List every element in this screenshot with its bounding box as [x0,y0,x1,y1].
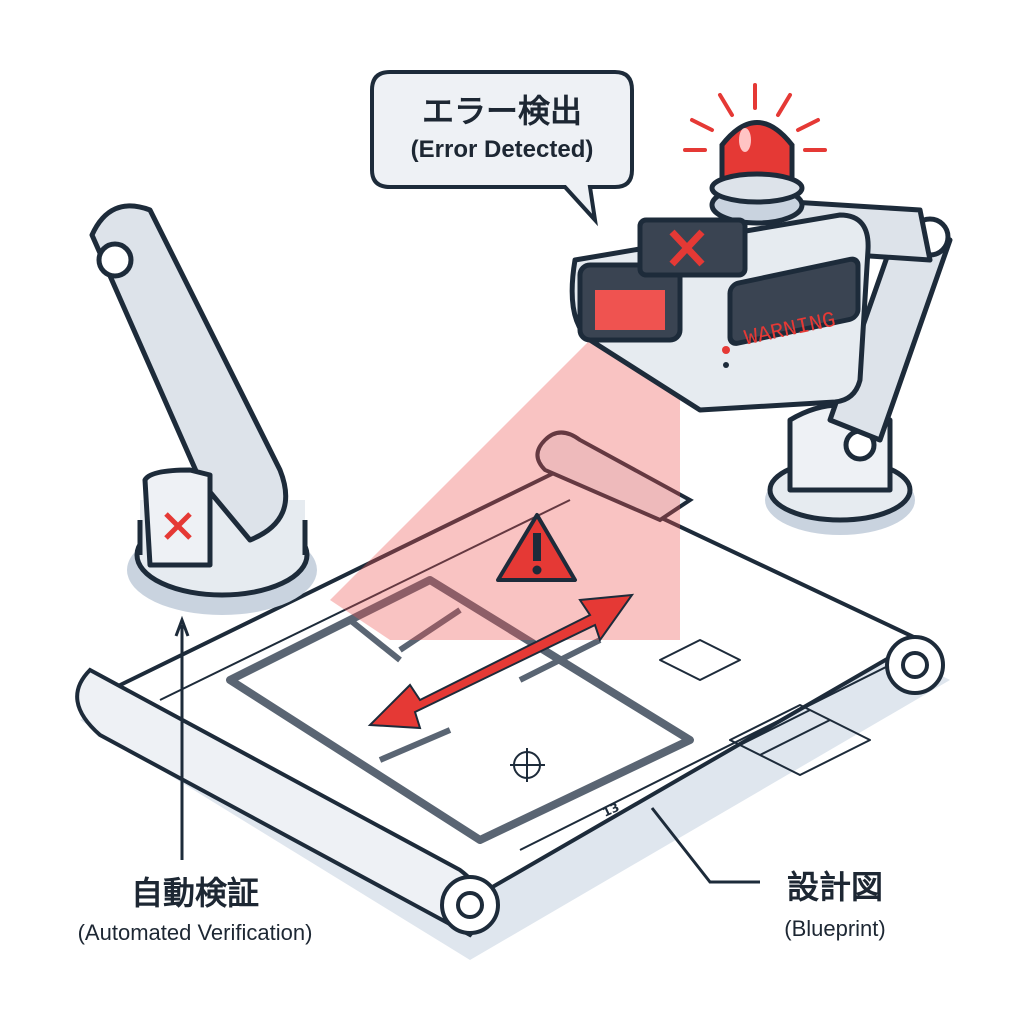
left-robot-arm [89,203,317,615]
dimension-label: 13 [600,800,621,820]
x-mark-icon [669,229,705,267]
error-detected-callout: エラー検出 (Error Detected) [372,86,632,164]
scanner-head [569,184,871,413]
blueprint-roll-front [75,635,945,938]
x-mark-icon [164,512,192,540]
callout-jp: 設計図 [786,868,883,906]
verification-callout: 自動検証 (Automated Verification) [30,868,360,946]
callout-jp: 自動検証 [130,874,259,912]
double-arrow-icon [367,593,635,730]
right-robot-arm [757,197,953,535]
warning-display [727,256,861,346]
callout-en: (Error Detected) [410,136,594,163]
siren-icon [683,83,827,205]
callout-en: (Automated Verification) [77,920,313,945]
leader-lines [174,615,760,884]
error-panel [637,217,748,278]
scan-beam [330,330,680,640]
callout-jp: エラー検出 [421,92,582,130]
warning-triangle-icon [496,513,577,582]
indicator-light [722,346,730,354]
blueprint-roll-back [535,430,694,523]
callout-en: (Blueprint) [784,916,886,941]
blueprint-callout: 設計図 (Blueprint) [760,862,910,942]
speech-bubble [370,70,634,227]
